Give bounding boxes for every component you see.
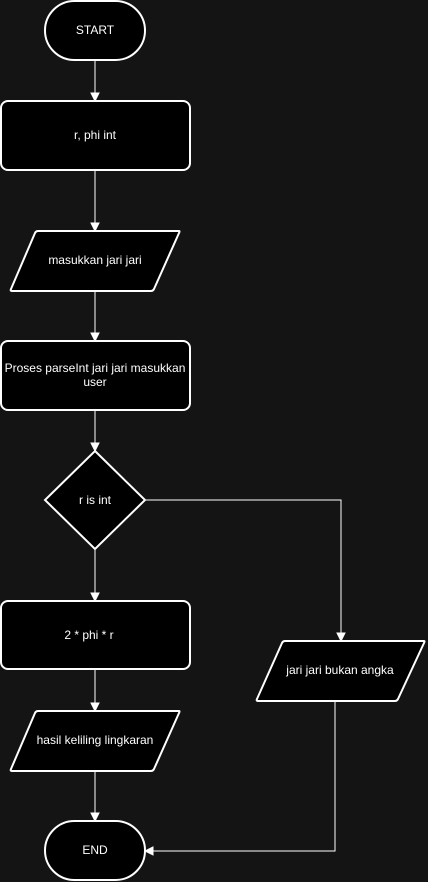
process-label-line1: Proses parseInt jari jari masukkan — [5, 361, 186, 375]
calculate-label: 2 * phi * r — [64, 628, 113, 642]
edge-decision-to-error — [145, 499, 342, 634]
process-label-line2: user — [83, 375, 106, 389]
input-radius-node: masukkan jari jari — [9, 230, 181, 292]
process-node: Proses parseInt jari jari masukkan user — [0, 340, 191, 411]
start-node: START — [44, 0, 146, 61]
arrowhead-calculate — [90, 592, 100, 603]
decision-node: r is int — [43, 449, 147, 551]
end-node: END — [44, 820, 146, 881]
declare-node: r, phi int — [0, 100, 191, 171]
arrowhead-error — [336, 632, 346, 643]
declare-label: r, phi int — [74, 128, 117, 142]
arrowhead-end — [90, 812, 100, 823]
arrowhead-output — [90, 702, 100, 713]
arrowhead-input — [90, 222, 100, 233]
end-label: END — [82, 843, 108, 857]
decision-label: r is int — [79, 493, 112, 507]
output-error-label: jari jari bukan angka — [285, 663, 394, 677]
output-result-label: hasil keliling lingkaran — [37, 733, 154, 747]
arrowhead-decision — [90, 442, 100, 453]
arrowhead-declare — [90, 92, 100, 103]
output-error-node: jari jari bukan angka — [255, 640, 426, 702]
calculate-node: 2 * phi * r — [0, 600, 191, 670]
input-radius-label: masukkan jari jari — [48, 253, 141, 267]
start-label: START — [76, 23, 115, 37]
edges — [90, 60, 346, 856]
arrowhead-process — [90, 332, 100, 343]
edge-error-to-end — [152, 701, 336, 852]
output-result-node: hasil keliling lingkaran — [9, 710, 181, 772]
arrowhead-end-from-error — [143, 846, 154, 856]
